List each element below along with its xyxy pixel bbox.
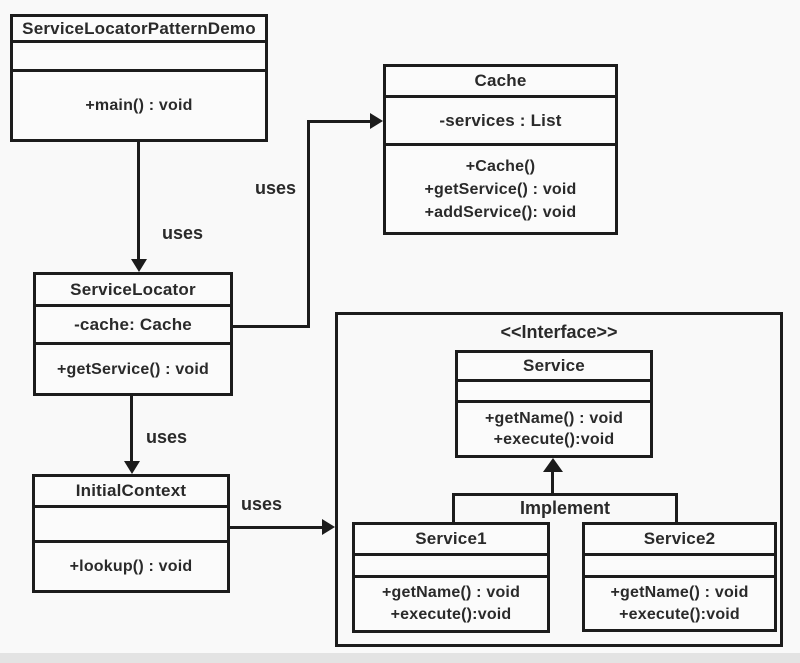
uses-arrowhead-icon	[370, 113, 383, 129]
class-methods: +Cache() +getService() : void +addServic…	[386, 146, 615, 232]
class-attributes-empty	[35, 508, 227, 543]
class-box-cache: Cache -services : List +Cache() +getServ…	[383, 64, 618, 235]
class-method: +main() : void	[85, 97, 193, 114]
class-method: +execute():void	[390, 606, 512, 623]
class-methods: +getService() : void	[36, 345, 230, 393]
class-method: +getService() : void	[424, 180, 577, 198]
class-attributes-empty	[13, 43, 265, 72]
class-title: ServiceLocatorPatternDemo	[13, 17, 265, 43]
class-box-service: Service +getName() : void +execute():voi…	[455, 350, 653, 458]
class-method: +getName() : void	[381, 584, 521, 601]
class-methods: +getName() : void +execute():void	[585, 578, 774, 629]
class-attributes-empty	[585, 556, 774, 578]
class-title: Service	[458, 353, 650, 382]
class-title: Service1	[355, 525, 547, 556]
class-method: +lookup() : void	[69, 558, 193, 575]
class-method: +execute():void	[493, 431, 615, 448]
class-attribute: -cache: Cache	[36, 307, 230, 345]
uses-label: uses	[162, 223, 204, 243]
class-title: Service2	[585, 525, 774, 556]
uses-arrowhead-icon	[124, 461, 140, 474]
class-attributes-empty	[355, 556, 547, 578]
class-method: +getName() : void	[484, 410, 624, 427]
class-title: InitialContext	[35, 477, 227, 508]
implement-connector-segment	[551, 470, 554, 496]
class-method: +getName() : void	[610, 583, 749, 601]
uses-label: uses	[241, 494, 283, 514]
implement-label: Implement	[519, 498, 611, 518]
class-method: +addService(): void	[424, 203, 577, 221]
class-box-servicelocator: ServiceLocator -cache: Cache +getService…	[33, 272, 233, 396]
class-methods: +lookup() : void	[35, 543, 227, 590]
class-method: +getService() : void	[56, 360, 210, 378]
class-title: ServiceLocator	[36, 275, 230, 307]
connector-demo-to-servicelocator	[137, 142, 140, 261]
implement-arrowhead-icon	[543, 458, 563, 472]
class-attribute: -services : List	[386, 98, 615, 146]
class-box-servicelocatorpatterndemo: ServiceLocatorPatternDemo +main() : void	[10, 14, 268, 142]
uses-label: uses	[255, 178, 297, 198]
class-box-initialcontext: InitialContext +lookup() : void	[32, 474, 230, 593]
uses-arrowhead-icon	[131, 259, 147, 272]
interface-stereotype-label: <<Interface>>	[500, 322, 618, 342]
connector-initialcontext-to-services	[230, 526, 323, 529]
class-title: Cache	[386, 67, 615, 98]
class-method: +execute():void	[619, 605, 740, 623]
class-methods: +getName() : void +execute():void	[458, 403, 650, 455]
class-methods: +main() : void	[13, 72, 265, 139]
uses-arrowhead-icon	[322, 519, 335, 535]
class-method: +Cache()	[465, 157, 536, 175]
class-attributes-empty	[458, 382, 650, 403]
class-box-service1: Service1 +getName() : void +execute():vo…	[352, 522, 550, 633]
connector-segment	[307, 120, 371, 123]
class-methods: +getName() : void +execute():void	[355, 578, 547, 630]
implement-bracket	[452, 493, 678, 524]
connector-segment	[307, 120, 310, 328]
uses-label: uses	[146, 427, 188, 447]
connector-servicelocator-to-initialcontext	[130, 396, 133, 462]
interface-container-box: <<Interface>> Service +getName() : void …	[335, 312, 783, 647]
class-box-service2: Service2 +getName() : void +execute():vo…	[582, 522, 777, 632]
bottom-edge-band	[0, 653, 800, 663]
connector-servicelocator-to-cache	[233, 325, 310, 328]
